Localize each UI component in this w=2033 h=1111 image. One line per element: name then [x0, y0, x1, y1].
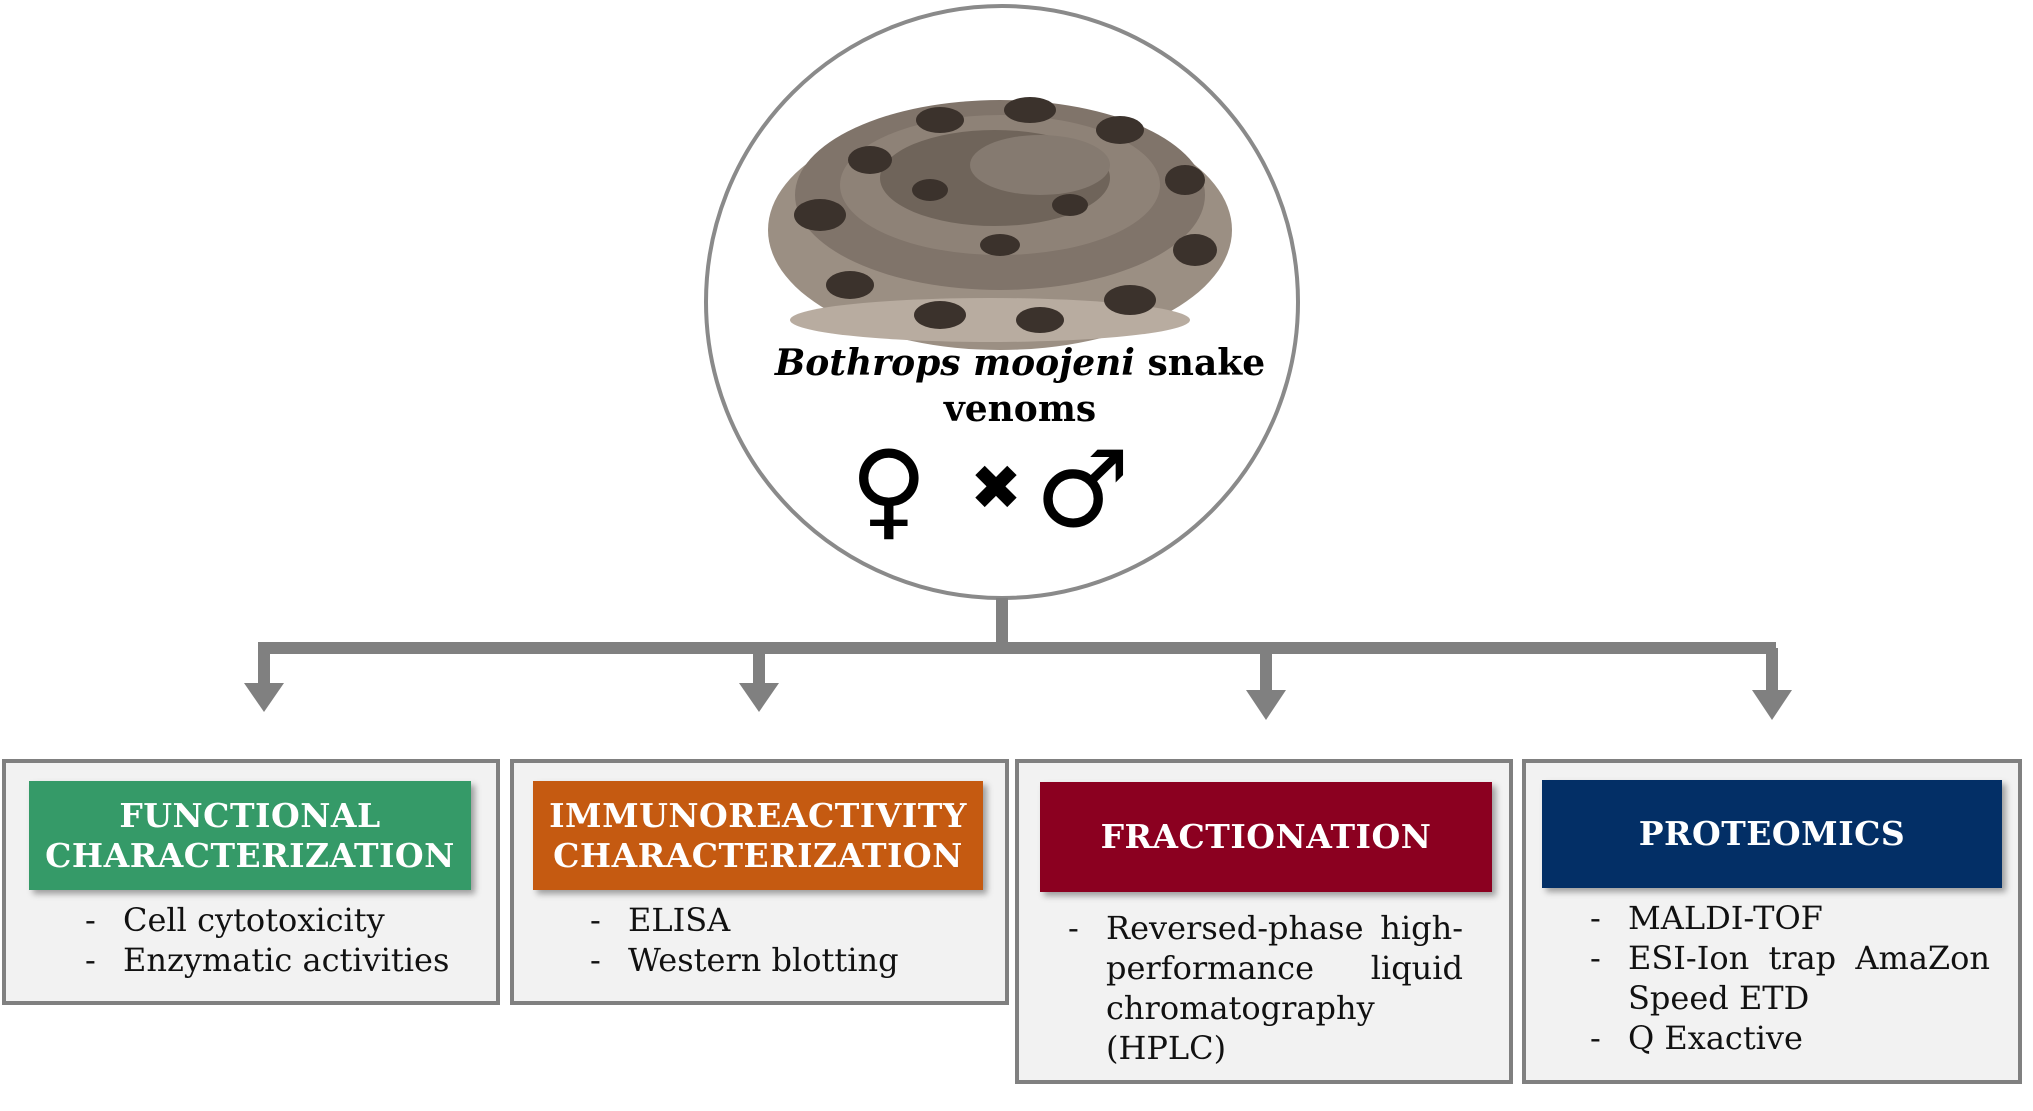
functional-list: -Cell cytotoxicity -Enzymatic activities — [85, 900, 485, 980]
list-item: -Cell cytotoxicity — [85, 901, 385, 939]
immunoreactivity-header: IMMUNOREACTIVITY CHARACTERIZATION — [533, 781, 983, 890]
fractionation-list: -Reversed-phase high-performance liquid … — [1068, 908, 1463, 1068]
title-rest: snake venoms — [943, 342, 1266, 430]
snake-photo-icon — [768, 97, 1232, 350]
list-item: -Reversed-phase high-performance liquid … — [1068, 909, 1463, 1067]
list-item: -MALDI-TOF — [1590, 899, 1823, 937]
functional-header-line1: FUNCTIONAL — [119, 795, 381, 835]
fractionation-header: FRACTIONATION — [1040, 782, 1492, 892]
fractionation-header-line1: FRACTIONATION — [1100, 817, 1432, 856]
species-name: Bothrops moojeni — [774, 342, 1135, 384]
list-item: -ESI-Ion trap AmaZon Speed ETD — [1590, 939, 1990, 1017]
proteomics-header: PROTEOMICS — [1542, 780, 2002, 888]
list-item: -ELISA — [590, 901, 731, 939]
cross-icon: ✖ — [970, 451, 1022, 524]
center-title: Bothrops moojeni snake venoms — [720, 340, 1320, 432]
proteomics-header-line1: PROTEOMICS — [1638, 814, 1906, 853]
list-item: -Western blotting — [590, 941, 899, 979]
list-item: -Q Exactive — [1590, 1019, 1803, 1057]
arrow-down-icon — [1752, 648, 1792, 720]
immunoreactivity-header-line2: CHARACTERIZATION — [553, 835, 963, 875]
male-symbol-icon: ♂ — [1035, 428, 1131, 551]
list-item: -Enzymatic activities — [85, 941, 450, 979]
female-symbol-icon: ♀ — [850, 428, 928, 551]
immunoreactivity-header-line1: IMMUNOREACTIVITY — [549, 795, 967, 835]
arrow-down-icon — [1246, 648, 1286, 720]
proteomics-list: -MALDI-TOF -ESI-Ion trap AmaZon Speed ET… — [1590, 898, 1990, 1058]
functional-header-line2: CHARACTERIZATION — [45, 835, 455, 875]
immunoreactivity-list: -ELISA -Western blotting — [590, 900, 990, 980]
functional-header: FUNCTIONAL CHARACTERIZATION — [29, 781, 471, 890]
sex-symbols: ♀ ✖ ♂ — [850, 430, 1190, 550]
arrow-down-icon — [244, 648, 284, 712]
arrow-down-icon — [739, 648, 779, 712]
